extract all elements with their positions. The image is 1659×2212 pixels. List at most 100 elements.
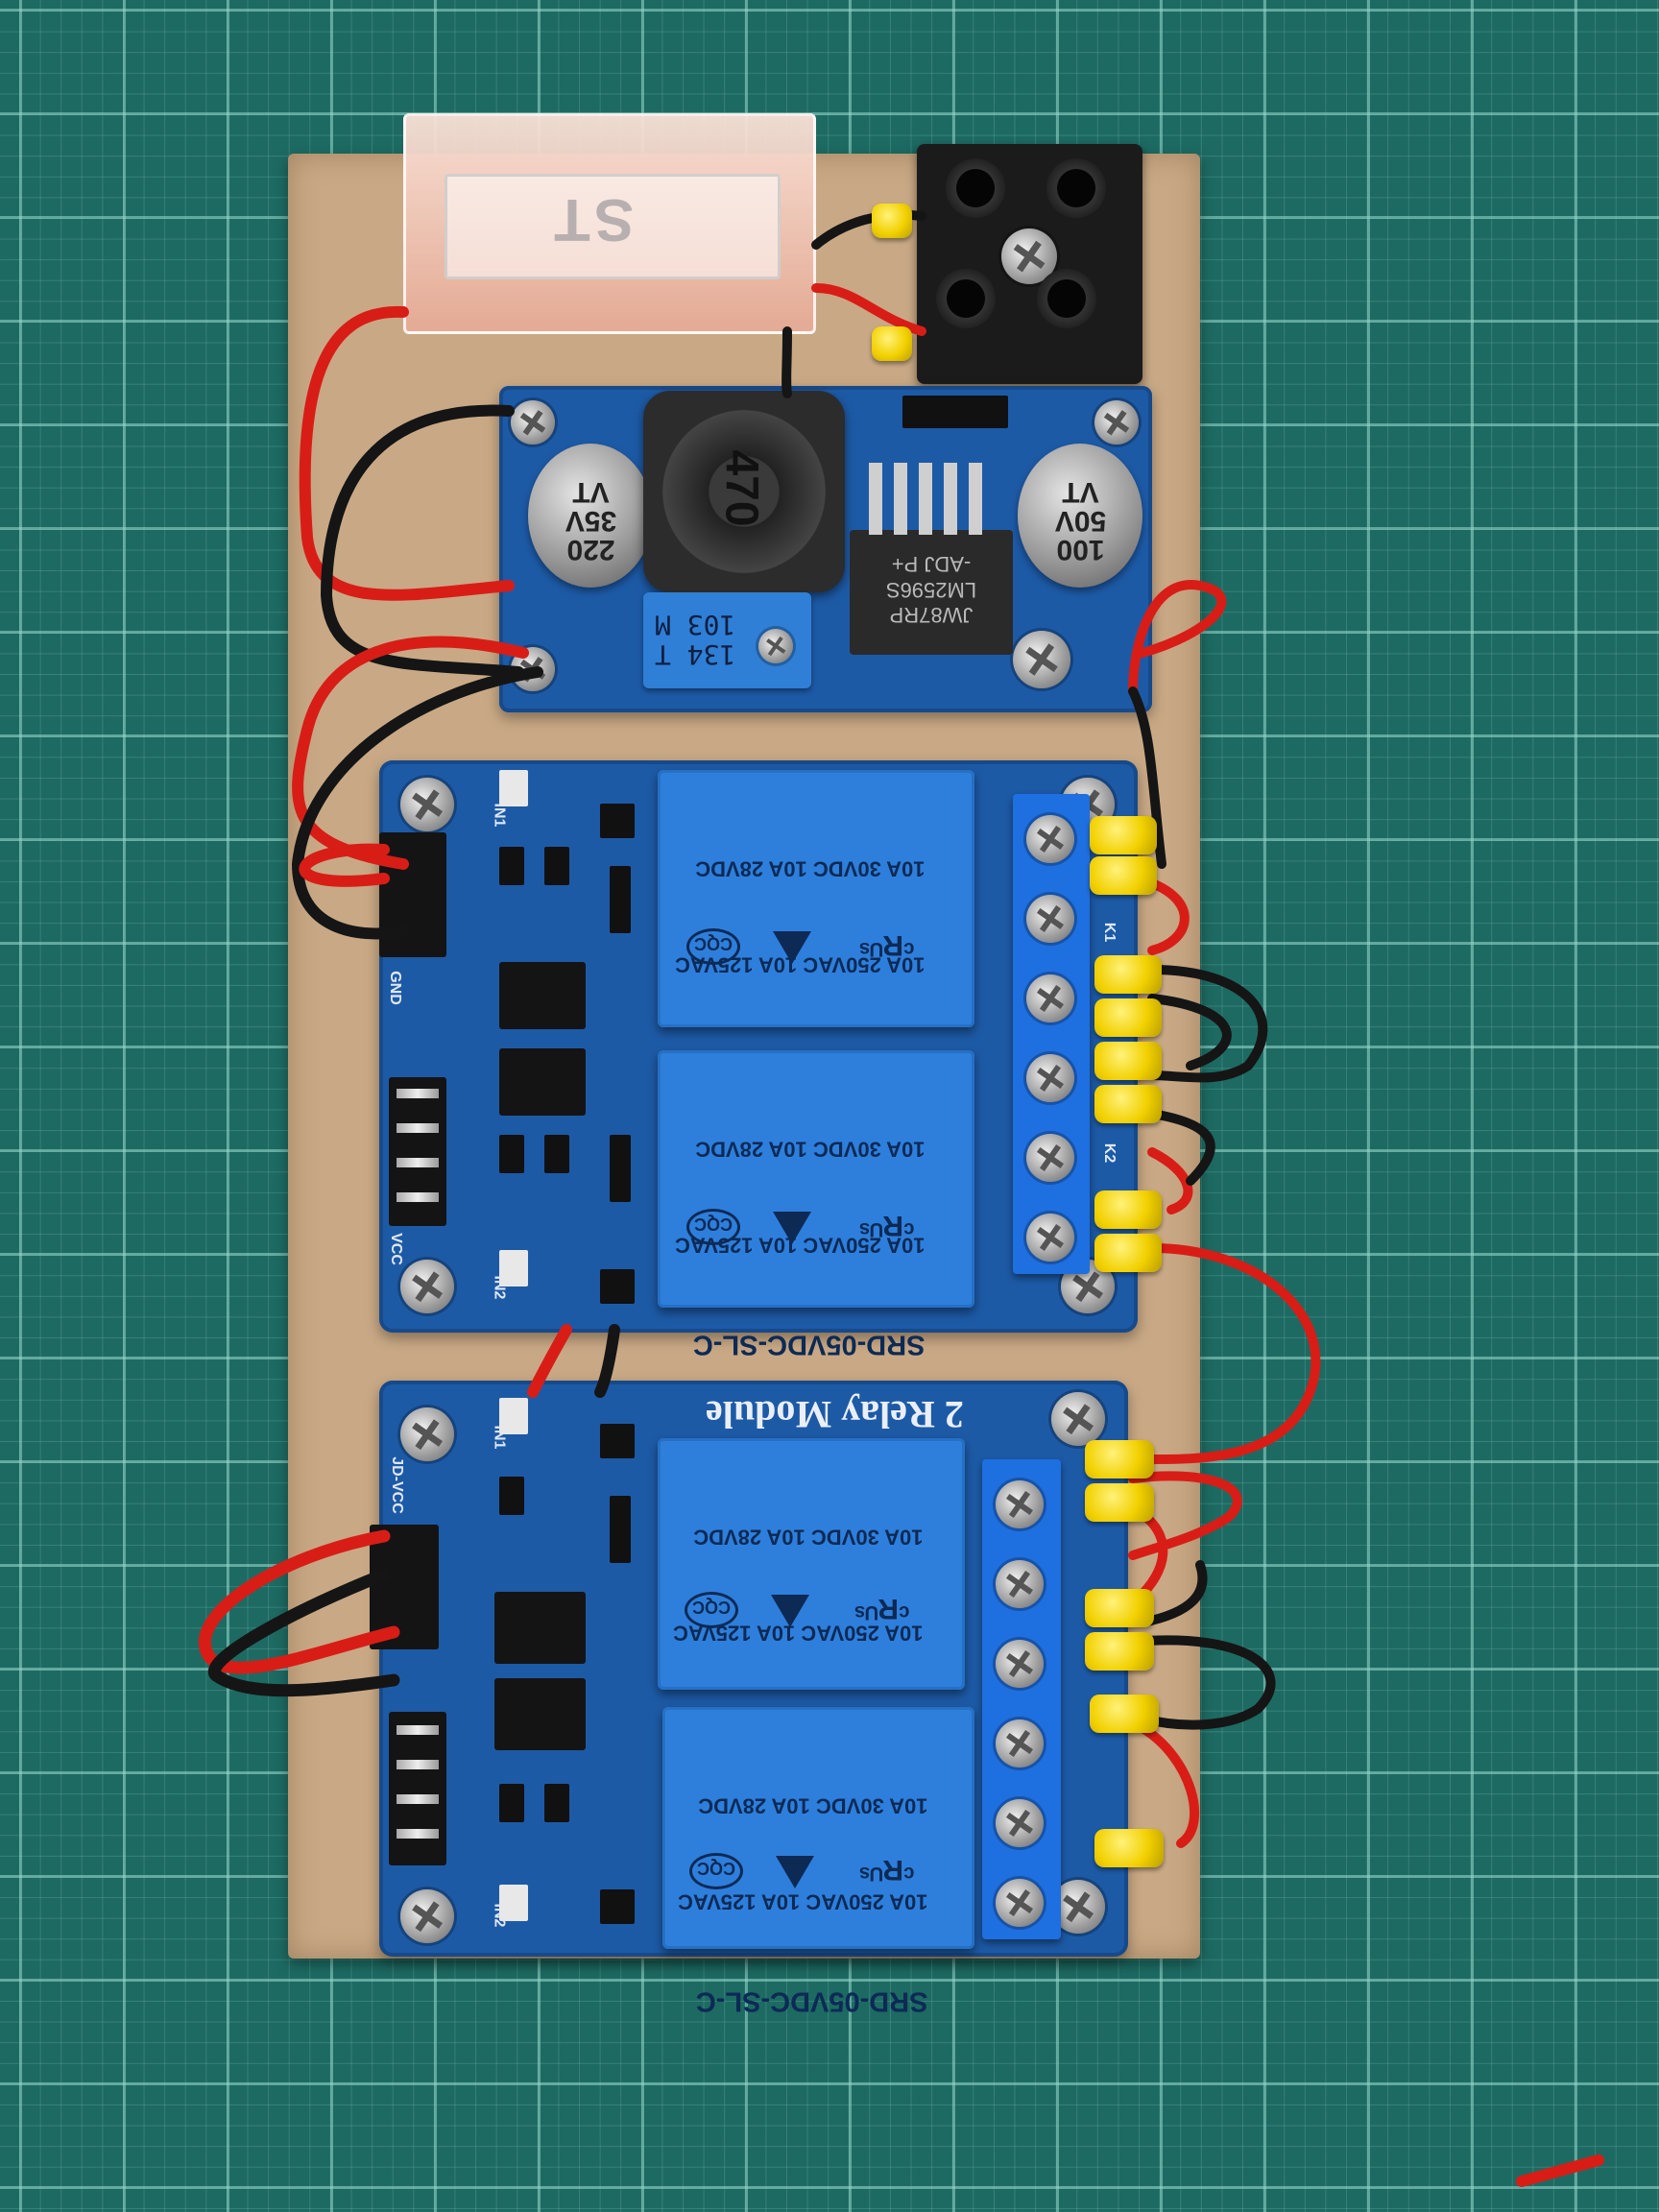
terminal-screw — [1026, 1134, 1074, 1182]
regulator-pins — [869, 463, 994, 535]
relay-k1: SRD-05VDC-SL-C 10A 250VAC 10A 125VAC 10A… — [658, 770, 974, 1080]
crimp-lug — [1094, 998, 1162, 1037]
red-wire — [1147, 1243, 1321, 1464]
relay-k2: SRD-05VDC-SL-C 10A 250VAC 10A 125VAC 10A… — [658, 1050, 974, 1360]
black-wire — [781, 326, 792, 398]
red-wire-offcut — [1516, 2154, 1604, 2187]
relay-screw-terminal — [1013, 794, 1090, 1274]
fuse-holder: ST — [403, 113, 816, 334]
terminal-screw — [996, 1799, 1044, 1847]
led-in1 — [499, 770, 528, 806]
mounting-screw — [511, 400, 555, 445]
terminal-screw — [1026, 1054, 1074, 1102]
terminal-screw — [996, 1560, 1044, 1608]
buck-converter-pcb: 220 35V VT 470 JW87RP LM2596S -ADJ P+ 10… — [499, 386, 1152, 712]
mounting-screw — [1013, 631, 1070, 688]
black-wire — [1128, 686, 1166, 869]
black-wire — [594, 1324, 620, 1398]
trim-potentiometer: 134 T 103 M — [643, 592, 811, 688]
regulator-ic: JW87RP LM2596S -ADJ P+ — [850, 530, 1013, 655]
red-wire — [299, 843, 390, 887]
red-wire — [1128, 580, 1227, 696]
resistor — [544, 1135, 569, 1173]
terminal-hole — [1046, 158, 1106, 218]
relay-k1: SRD-05VDC-SL-C 10A 250VAC 10A 125VAC 10A… — [658, 1438, 965, 1748]
diode — [610, 866, 631, 933]
transistor — [600, 1424, 635, 1458]
led-in2 — [499, 1250, 528, 1286]
terminal-screw — [996, 1640, 1044, 1688]
input-header — [389, 1712, 446, 1865]
terminal-screw — [996, 1879, 1044, 1927]
optocoupler — [499, 962, 586, 1029]
transistor — [600, 804, 635, 838]
red-wire — [1147, 1147, 1193, 1214]
red-wire — [292, 636, 529, 870]
black-wire — [291, 666, 543, 940]
mounting-screw — [1094, 400, 1139, 445]
red-wire — [811, 283, 926, 336]
crimp-lug — [1094, 1085, 1162, 1123]
crimp-lug — [1094, 1234, 1162, 1272]
black-wire — [320, 404, 524, 678]
crimp-lug — [1090, 816, 1157, 854]
crimp-lug — [1094, 955, 1162, 994]
led-in2 — [499, 1885, 528, 1921]
crimp-lug — [872, 204, 912, 238]
red-wire — [299, 305, 515, 601]
power-header — [370, 1525, 439, 1649]
resistor — [499, 1477, 524, 1515]
optocoupler — [499, 1048, 586, 1116]
inductor-core — [662, 410, 826, 573]
led-in1 — [499, 1398, 528, 1434]
crimp-lug — [1085, 1483, 1154, 1522]
power-terminal-block — [917, 144, 1142, 384]
black-wire — [1138, 1560, 1208, 1627]
mounting-screw — [400, 778, 454, 831]
resistor — [499, 847, 524, 885]
resistor — [544, 847, 569, 885]
terminal-hole — [946, 158, 1005, 218]
black-wire — [1147, 1109, 1215, 1186]
crimp-lug — [1094, 1042, 1162, 1080]
terminal-screw — [1026, 815, 1074, 863]
mounting-screw — [400, 1407, 454, 1461]
terminal-screw — [996, 1719, 1044, 1767]
inductor: 470 — [643, 391, 845, 592]
resistor — [499, 1135, 524, 1173]
terminal-screw — [1026, 895, 1074, 943]
crimp-lug — [1085, 1632, 1154, 1671]
crimp-lug — [1090, 1695, 1159, 1733]
crimp-lug — [1085, 1440, 1154, 1479]
diode — [610, 1496, 631, 1563]
crimp-lug — [1094, 1190, 1162, 1229]
black-wire — [207, 1568, 400, 1697]
mounting-screw — [400, 1260, 454, 1313]
black-wire — [1128, 1635, 1276, 1730]
resistor — [499, 1784, 524, 1822]
diode — [610, 1135, 631, 1202]
crimp-lug — [872, 326, 912, 361]
red-wire — [1138, 1723, 1200, 1848]
transistor — [600, 1889, 635, 1924]
transistor — [600, 1269, 635, 1304]
relay-k2: SRD-05VDC-SL-C 10A 250VAC 10A 125VAC 10A… — [662, 1707, 974, 2017]
optocoupler — [494, 1678, 586, 1750]
crimp-lug — [1090, 856, 1157, 895]
smd-diode — [902, 396, 1008, 428]
resistor — [544, 1784, 569, 1822]
terminal-screw — [996, 1480, 1044, 1528]
terminal-screw — [1026, 1214, 1074, 1262]
optocoupler — [494, 1592, 586, 1664]
fuse-cartridge — [445, 174, 781, 279]
red-wire — [1147, 878, 1190, 955]
mounting-screw — [400, 1889, 454, 1943]
relay-screw-terminal — [982, 1459, 1061, 1939]
red-wire — [198, 1529, 400, 1674]
black-wire — [1147, 965, 1268, 1083]
relay-module-2: 2 Relay Module JD-VCC IN1 IN2 SRD-05VDC-… — [370, 1381, 1128, 2017]
input-header — [389, 1077, 446, 1226]
red-wire — [527, 1324, 572, 1398]
terminal-hole — [936, 269, 996, 328]
relay-module-1: GND IN1 IN2 VCC SRD-05VDC-SL-C 10A 250VA… — [379, 760, 1138, 1360]
